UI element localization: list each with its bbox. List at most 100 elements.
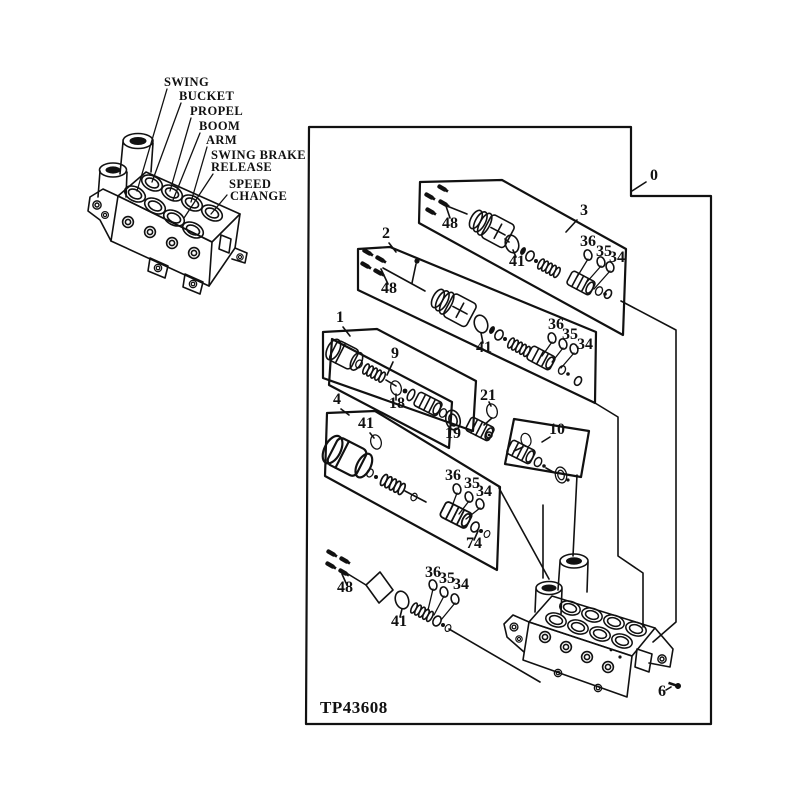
seal-41-icon bbox=[471, 312, 491, 336]
valve-block-top bbox=[87, 132, 248, 295]
flange-hole bbox=[92, 200, 102, 210]
spring-icon bbox=[378, 472, 408, 497]
part-label-19: 19 bbox=[445, 425, 461, 442]
part-label-0: 0 bbox=[650, 167, 658, 184]
part-label-41: 41 bbox=[358, 415, 374, 432]
spring-icon bbox=[535, 257, 563, 280]
part-label-1: 1 bbox=[336, 309, 344, 326]
tab-hole bbox=[153, 263, 163, 273]
callout-bucket: BUCKET bbox=[179, 89, 234, 103]
part-label-10: 10 bbox=[549, 421, 565, 438]
block-front-face bbox=[522, 621, 633, 698]
part-label-21: 21 bbox=[480, 387, 496, 404]
part-label-2: 2 bbox=[382, 225, 390, 242]
callout-boom: BOOM bbox=[199, 119, 240, 133]
boss bbox=[580, 650, 594, 664]
bolt-icon bbox=[436, 183, 450, 194]
block-top-face bbox=[117, 171, 241, 243]
boss bbox=[143, 225, 157, 239]
part-label-41: 41 bbox=[391, 613, 407, 630]
flange-hole bbox=[236, 253, 244, 261]
tower-port bbox=[98, 162, 128, 178]
ring-icon bbox=[443, 622, 453, 634]
tab-hole bbox=[188, 279, 198, 289]
item-21: 21 bbox=[464, 387, 500, 443]
seal-41-icon bbox=[368, 433, 384, 451]
part-label-48: 48 bbox=[337, 579, 353, 596]
tower-port bbox=[122, 132, 154, 150]
boss bbox=[121, 215, 135, 229]
part-label-41: 41 bbox=[476, 339, 492, 356]
part-label-48: 48 bbox=[442, 215, 458, 232]
callout-speed-change-2: CHANGE bbox=[230, 189, 287, 203]
assembly-4: 4 41 36 35 34 74 bbox=[317, 391, 492, 552]
spool-icon bbox=[565, 269, 597, 297]
cap-icon bbox=[317, 431, 378, 483]
part-label-35: 35 bbox=[596, 243, 612, 260]
part-label-34: 34 bbox=[577, 336, 593, 353]
spool-icon bbox=[505, 438, 537, 466]
bolt-icon bbox=[423, 191, 437, 202]
boss bbox=[601, 660, 615, 674]
ring-icon bbox=[532, 455, 544, 469]
boss bbox=[538, 630, 552, 644]
bolt-icon bbox=[338, 555, 352, 566]
part-label-48: 48 bbox=[381, 280, 397, 297]
flange-hole bbox=[515, 635, 523, 643]
boss bbox=[165, 236, 179, 250]
part-label-34: 34 bbox=[609, 249, 625, 266]
part-label-36: 36 bbox=[425, 564, 441, 581]
part-label-6: 6 bbox=[658, 683, 666, 700]
washer-icon bbox=[523, 248, 537, 264]
panel-4 bbox=[323, 409, 502, 572]
callout-swing-brake-release-1: SWING BRAKE bbox=[211, 148, 306, 162]
gasket-plate bbox=[365, 571, 394, 604]
part-label-34: 34 bbox=[476, 483, 492, 500]
ring-icon bbox=[482, 528, 492, 540]
part-label-36: 36 bbox=[548, 316, 564, 333]
part-label-36: 36 bbox=[445, 467, 461, 484]
spool-icon bbox=[525, 344, 557, 372]
port-callouts: SWING BUCKET PROPEL BOOM ARM SWING BRAKE… bbox=[136, 75, 306, 219]
flange-hole bbox=[100, 210, 110, 220]
seal-41-icon bbox=[392, 588, 412, 612]
group-panels bbox=[321, 178, 628, 572]
spring-icon bbox=[408, 601, 436, 624]
ref-0-leader bbox=[631, 181, 647, 192]
panel-2 bbox=[356, 245, 598, 405]
callout-swing-brake-release-2: RELEASE bbox=[211, 160, 272, 174]
bolt-icon bbox=[325, 548, 339, 559]
tower-port bbox=[535, 580, 563, 596]
bolt-icon bbox=[424, 206, 438, 217]
detent-ball bbox=[414, 258, 420, 264]
panel-1-inner bbox=[327, 337, 454, 450]
callout-speed-change-1: SPEED bbox=[229, 177, 271, 191]
part-label-35: 35 bbox=[439, 570, 455, 587]
flange-hole bbox=[509, 622, 519, 632]
assembly-1: 1 9 18 19 bbox=[322, 309, 464, 442]
figure-frame: 0 TP43608 bbox=[304, 125, 713, 726]
washer-icon bbox=[364, 467, 376, 479]
spool-icon bbox=[438, 500, 474, 530]
part-label-41: 41 bbox=[509, 253, 525, 270]
ring-icon bbox=[468, 519, 482, 535]
part-label-35: 35 bbox=[464, 475, 480, 492]
figure-code: TP43608 bbox=[320, 698, 388, 717]
tower-port bbox=[559, 553, 589, 569]
assembly-bottom: 48 41 36 35 34 bbox=[324, 548, 469, 634]
pilot-valve-icon bbox=[426, 283, 479, 329]
boss bbox=[187, 246, 201, 260]
part-label-9: 9 bbox=[391, 345, 399, 362]
assembly-10: 10 bbox=[505, 421, 570, 485]
panel-3 bbox=[417, 178, 628, 337]
projection-lines bbox=[448, 300, 677, 683]
assembly-2: 2 48 41 36 35 34 bbox=[359, 225, 593, 387]
bolt-icon bbox=[324, 560, 338, 571]
part-label-34: 34 bbox=[453, 576, 469, 593]
callout-propel: PROPEL bbox=[190, 104, 243, 118]
callout-swing: SWING bbox=[164, 75, 209, 89]
part-label-36: 36 bbox=[580, 233, 596, 250]
part-label-74: 74 bbox=[466, 535, 482, 552]
